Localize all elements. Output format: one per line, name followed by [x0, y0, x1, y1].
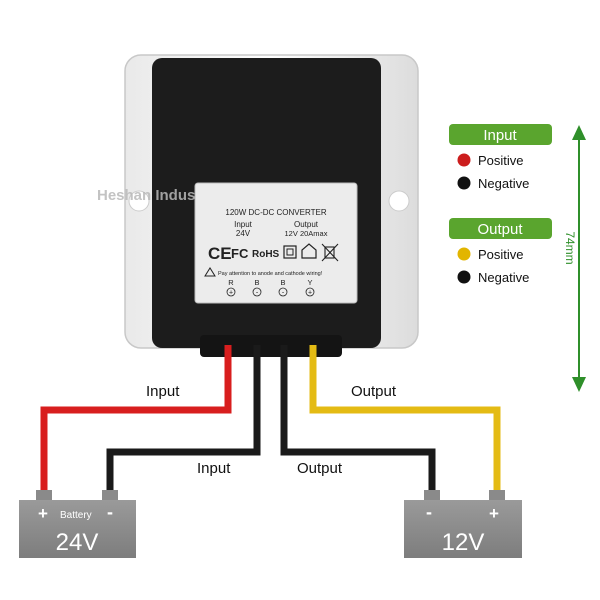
- battery-body: [19, 500, 136, 558]
- legend-dot-black: [457, 270, 471, 284]
- label-output-value: 12V 20Amax: [285, 229, 328, 238]
- dimension-label: 74mm: [563, 231, 577, 264]
- battery-terminal: [424, 490, 440, 502]
- ce-mark: CE: [208, 244, 232, 263]
- battery-voltage: 12V: [442, 529, 485, 556]
- rohs-mark: RoHS: [252, 249, 280, 260]
- pin-circle: [305, 287, 315, 297]
- label-input-value: 24V: [236, 229, 251, 238]
- wire-label-output-upper: Output: [351, 383, 397, 400]
- pin-sign: -: [256, 290, 259, 297]
- battery-plus-sign: +: [38, 504, 48, 523]
- battery-plus-sign: +: [489, 504, 499, 523]
- battery-terminal: [102, 490, 118, 502]
- label-title: 120W DC-DC CONVERTER: [225, 208, 326, 217]
- pin-sign: +: [229, 290, 233, 297]
- battery-minus-sign: -: [107, 502, 113, 522]
- label-output-heading: Output: [294, 220, 319, 229]
- pin-label: R: [228, 278, 234, 287]
- legend-dot-yellow: [457, 247, 471, 261]
- battery-terminal: [36, 490, 52, 502]
- wires: [40, 345, 501, 498]
- legend-dot-black: [457, 176, 471, 190]
- cable-gland: [200, 335, 342, 357]
- pin-sign: -: [282, 290, 285, 297]
- warning-icon: [204, 267, 216, 277]
- wire-label-output-lower: Output: [297, 460, 343, 477]
- label-input-heading: Input: [234, 220, 253, 229]
- dimension-indicator: 74mm: [563, 125, 586, 392]
- pin-circle: [252, 287, 262, 297]
- battery-minus-sign: -: [426, 502, 432, 522]
- battery-terminal: [489, 490, 505, 502]
- legend: Input Positive Negative Output Positive …: [449, 124, 552, 285]
- product-label: 120W DC-DC CONVERTER Input 24V Output 12…: [194, 182, 358, 304]
- wire-label-input-upper: Input: [146, 383, 180, 400]
- legend-input-negative: Negative: [478, 176, 529, 191]
- legend-input-positive: Positive: [478, 153, 524, 168]
- pin-circle: [226, 287, 236, 297]
- battery-24v: + - Battery 24V: [19, 490, 136, 558]
- indoor-use-icon: [301, 243, 317, 259]
- wire-input-negative: [106, 345, 261, 498]
- legend-input-title: Input: [483, 127, 517, 144]
- battery-12v: - + 12V: [404, 490, 522, 558]
- wire-output-positive: [309, 345, 501, 498]
- legend-dot-red: [457, 153, 471, 167]
- battery-name: Battery: [60, 510, 92, 521]
- pin-circle: [278, 287, 288, 297]
- pin-label: B: [280, 278, 285, 287]
- warning-text: Pay attention to anode and cathode wirin…: [218, 271, 323, 277]
- wire-output-negative: [280, 345, 436, 498]
- legend-output-negative: Negative: [478, 270, 529, 285]
- legend-input-header: [449, 124, 552, 145]
- wire-input-positive: [40, 345, 232, 498]
- mount-hole-right: [388, 190, 410, 212]
- double-insulation-icon: [283, 245, 297, 259]
- battery-body: [404, 500, 522, 558]
- wire-label-input-lower: Input: [197, 460, 231, 477]
- pin-sign: +: [308, 290, 312, 297]
- pin-label: Y: [307, 278, 312, 287]
- pin-label: B: [254, 278, 259, 287]
- battery-voltage: 24V: [56, 529, 99, 556]
- fc-mark: FC: [231, 246, 249, 261]
- legend-output-positive: Positive: [478, 247, 524, 262]
- weee-bin-icon: [321, 243, 339, 262]
- legend-output-title: Output: [477, 221, 523, 238]
- dimension-arrow-down: [572, 377, 586, 392]
- dimension-arrow-up: [572, 125, 586, 140]
- mount-hole-left: [128, 190, 150, 212]
- legend-output-header: [449, 218, 552, 239]
